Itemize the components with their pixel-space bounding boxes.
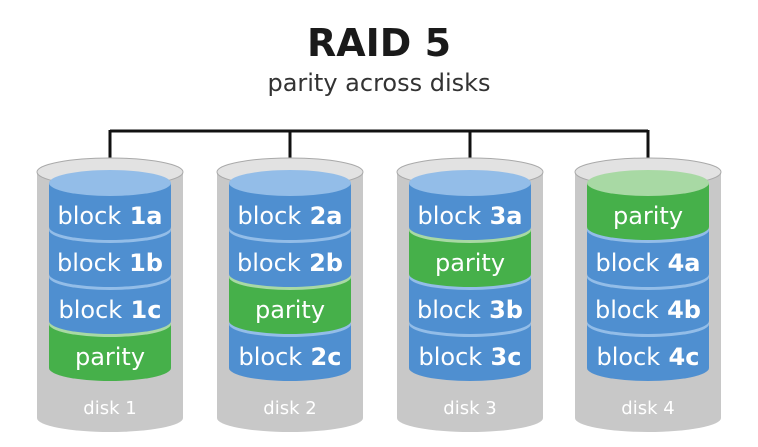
segment-word: block xyxy=(596,249,660,277)
block-label: block 2b xyxy=(237,249,343,277)
parity-label: parity xyxy=(75,343,145,371)
disk-label: disk 2 xyxy=(263,398,316,419)
block-segment: block 1a xyxy=(49,170,171,240)
segment-body xyxy=(409,183,531,240)
segment-word: block xyxy=(237,249,301,277)
block-label: block 2a xyxy=(238,202,343,230)
diagram-title: RAID 5 xyxy=(307,21,451,65)
block-id: 4b xyxy=(659,296,701,324)
block-id: 1a xyxy=(121,202,162,230)
segment-top xyxy=(49,170,171,196)
disk-label: disk 1 xyxy=(83,398,136,419)
segment-body xyxy=(587,324,709,381)
block-label: block 3a xyxy=(418,202,523,230)
parity-segment: parity xyxy=(587,170,709,240)
bus-connector xyxy=(108,129,650,179)
segment-body xyxy=(409,324,531,381)
block-segment: block 3a xyxy=(409,170,531,240)
segment-word: block xyxy=(58,202,122,230)
block-id: 3c xyxy=(482,343,521,371)
segment-word: block xyxy=(595,296,659,324)
block-label: block 1c xyxy=(59,296,162,324)
segment-word: parity xyxy=(75,343,145,371)
segment-body xyxy=(49,230,171,287)
segment-body xyxy=(49,324,171,381)
block-id: 2c xyxy=(302,343,341,371)
block-segment: block 2a xyxy=(229,170,351,240)
segment-body xyxy=(49,183,171,240)
block-label: block 4c xyxy=(597,343,700,371)
segment-body xyxy=(409,230,531,287)
segment-word: block xyxy=(238,202,302,230)
segment-body xyxy=(587,277,709,334)
segment-word: parity xyxy=(255,296,325,324)
block-id: 4c xyxy=(660,343,699,371)
diagram-subtitle: parity across disks xyxy=(267,69,490,97)
block-label: block 3c xyxy=(419,343,522,371)
block-label: block 3b xyxy=(417,296,523,324)
segment-word: block xyxy=(59,296,123,324)
block-id: 4a xyxy=(659,249,700,277)
block-label: block 4b xyxy=(595,296,701,324)
block-id: 2a xyxy=(301,202,342,230)
segment-word: parity xyxy=(613,202,683,230)
segment-word: block xyxy=(418,202,482,230)
block-id: 3b xyxy=(481,296,523,324)
segment-word: block xyxy=(239,343,303,371)
segment-word: block xyxy=(419,343,483,371)
segment-body xyxy=(229,183,351,240)
parity-label: parity xyxy=(435,249,505,277)
segment-word: block xyxy=(57,249,121,277)
block-id: 3a xyxy=(481,202,522,230)
segment-top xyxy=(229,170,351,196)
segment-top xyxy=(409,170,531,196)
block-label: block 2c xyxy=(239,343,342,371)
block-label: block 1b xyxy=(57,249,163,277)
disk-label: disk 3 xyxy=(443,398,496,419)
segment-body xyxy=(409,277,531,334)
segment-word: parity xyxy=(435,249,505,277)
block-label: block 1a xyxy=(58,202,163,230)
segment-word: block xyxy=(417,296,481,324)
segment-body xyxy=(229,277,351,334)
segment-body xyxy=(229,230,351,287)
segment-word: block xyxy=(597,343,661,371)
block-label: block 4a xyxy=(596,249,701,277)
segment-body xyxy=(49,277,171,334)
disk-label: disk 4 xyxy=(621,398,674,419)
segment-body xyxy=(229,324,351,381)
segment-top xyxy=(587,170,709,196)
block-id: 2b xyxy=(301,249,343,277)
segment-body xyxy=(587,183,709,240)
block-id: 1c xyxy=(122,296,161,324)
parity-label: parity xyxy=(613,202,683,230)
parity-label: parity xyxy=(255,296,325,324)
block-id: 1b xyxy=(121,249,163,277)
segment-body xyxy=(587,230,709,287)
